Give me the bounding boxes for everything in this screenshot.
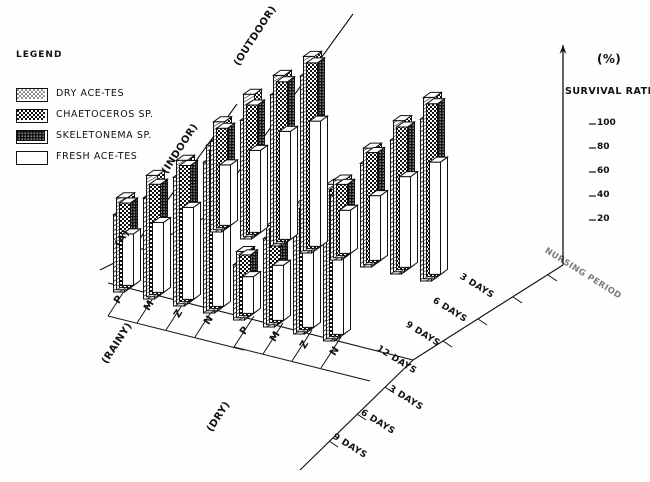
- bar-outline-row0-slot6: [300, 244, 323, 329]
- legend-label-3: FRESH ACE-TES: [56, 151, 138, 162]
- legend-title: LEGEND: [16, 50, 63, 60]
- y-tick-label-20: 20: [597, 214, 610, 224]
- y-axis-ticks: [589, 123, 596, 221]
- x-ticks-dry: [233, 315, 371, 382]
- y-axis-unit: (%): [597, 52, 622, 66]
- bar-outline-row1-slot2: [277, 125, 300, 241]
- legend-swatch-0: [16, 88, 48, 102]
- y-tick-label-60: 60: [597, 166, 610, 176]
- bar-outline-row1-slot7: [427, 156, 450, 276]
- bar-outline-row1-slot6: [397, 170, 420, 269]
- bar-outline-row0-slot2: [180, 201, 203, 301]
- legend-label-0: DRY ACE-TES: [56, 88, 125, 99]
- bar-outline-row0-slot4: [240, 270, 263, 315]
- depth-ticks-lower: [328, 386, 395, 448]
- bar-outline-row0-slot7: [330, 232, 353, 336]
- legend-swatch-2: [16, 130, 48, 144]
- legend-label-2: SKELETONEMA SP.: [56, 130, 152, 141]
- bar-outline-row0-slot5: [270, 259, 293, 322]
- bar-outline-row1-slot3: [307, 115, 330, 248]
- y-tick-label-80: 80: [597, 142, 610, 152]
- bar-outline-row1-slot0: [217, 158, 240, 227]
- y-axis-label: SURVIVAL RATE: [565, 86, 650, 97]
- y-tick-label-40: 40: [597, 190, 610, 200]
- depth-ticks-front: [442, 274, 558, 348]
- bar-outline-row0-slot0: [120, 227, 143, 287]
- legend-label-1: CHAETOCEROS SP.: [56, 109, 154, 120]
- bar-group: [111, 50, 450, 342]
- bar-outline-row1-slot1: [247, 144, 270, 234]
- depth-axis-lower: [299, 359, 414, 471]
- bar-outline-row1-slot5: [367, 189, 390, 262]
- y-axis-arrow: [559, 45, 567, 54]
- bar-outline-row1-slot4: [337, 204, 360, 255]
- depth-axis-front: [412, 264, 564, 361]
- bar-outline-row0-slot1: [150, 216, 173, 294]
- legend-swatch-1: [16, 109, 48, 123]
- legend-swatch-3: [16, 151, 48, 165]
- y-tick-label-100: 100: [597, 118, 616, 128]
